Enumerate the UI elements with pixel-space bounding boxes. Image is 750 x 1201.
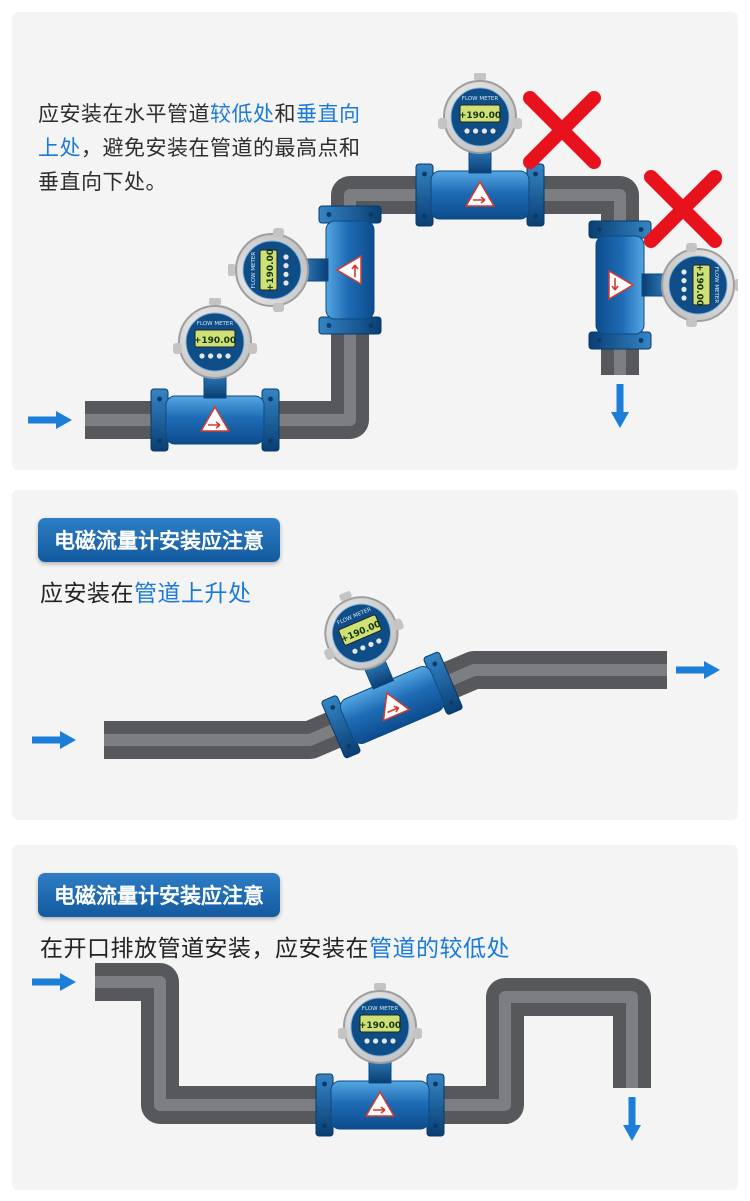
- text-segment: ，避免安装在管道的最高点和: [81, 137, 361, 160]
- pipe-diagram-1: [12, 72, 738, 452]
- pipe-diagram-3: [12, 963, 651, 1190]
- section-caption: 应安装在管道上升处: [40, 574, 252, 608]
- highlight-text: 管道的较低处: [369, 935, 510, 961]
- flow-arrow-right-icon: [32, 973, 76, 991]
- highlight-text: 较低处: [210, 103, 275, 126]
- highlight-text: 管道上升处: [134, 580, 252, 606]
- section-caption: 在开口排放管道安装，应安装在管道的较低处: [40, 929, 510, 963]
- pipe-highlight: [95, 976, 638, 1111]
- section-badge: 电磁流量计安装应注意: [38, 873, 280, 917]
- highlight-text: 垂直向: [296, 103, 361, 126]
- section-open-discharge-install: 电磁流量计安装应注意 在开口排放管道安装，应安装在管道的较低处: [12, 845, 738, 1190]
- highlight-text: 上处: [38, 137, 81, 160]
- text-segment: 应安装在: [40, 580, 134, 606]
- flowmeter-vertical-up: [227, 205, 382, 335]
- text-segment: 在开口排放管道安装，应安装在: [40, 935, 369, 961]
- pipe-diagram-2: [12, 566, 738, 760]
- flow-arrow-right-icon: [28, 411, 72, 429]
- section-rising-pipe-install: 电磁流量计安装应注意 应安装在管道上升处: [12, 490, 738, 820]
- text-segment: 应安装在水平管道: [38, 103, 210, 126]
- section-horizontal-vertical-install: 应安装在水平管道较低处和垂直向 上处，避免安装在管道的最高点和 垂直向下处。: [12, 12, 738, 470]
- instruction-text: 应安装在水平管道较低处和垂直向 上处，避免安装在管道的最高点和 垂直向下处。: [38, 98, 398, 200]
- flow-arrow-right-icon: [32, 731, 76, 749]
- section-badge: 电磁流量计安装应注意: [38, 518, 280, 562]
- flow-arrow-right-icon: [676, 661, 720, 679]
- text-segment: 垂直向下处。: [38, 171, 167, 194]
- instruction-line-2: 上处，避免安装在管道的最高点和: [38, 132, 398, 166]
- instruction-line-3: 垂直向下处。: [38, 166, 398, 200]
- error-x-icon: [651, 177, 715, 241]
- instruction-line-1: 应安装在水平管道较低处和垂直向: [38, 98, 398, 132]
- flow-arrow-down-icon: [611, 384, 629, 428]
- flow-arrow-down-icon: [623, 1097, 641, 1141]
- flowmeter-low-horizontal: [150, 297, 280, 452]
- flowmeter-low-point: [315, 982, 445, 1137]
- text-segment: 和: [274, 103, 296, 126]
- error-x-icon: [530, 98, 594, 162]
